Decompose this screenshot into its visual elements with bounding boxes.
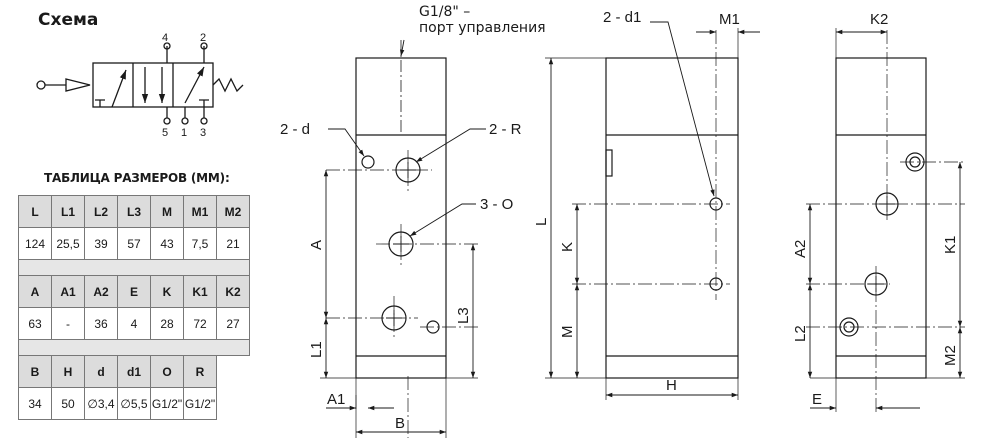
- port-4-circle: [163, 42, 171, 50]
- port-1-circle: [181, 117, 189, 125]
- dim-k2-label: K2: [870, 11, 888, 28]
- table-cell: 63: [18, 307, 52, 340]
- end-view: [806, 28, 965, 412]
- table-header-cell: L2: [84, 195, 118, 228]
- port-label: 2: [200, 32, 206, 44]
- exhaust-closed-icon: [199, 99, 209, 107]
- table-header-cell: d1: [117, 355, 151, 388]
- table-cell: 39: [84, 227, 118, 260]
- table-cell: 57: [117, 227, 151, 260]
- dim-l1-label: L1: [308, 341, 325, 358]
- table-header-cell: L3: [117, 195, 151, 228]
- dim-m1-label: M1: [719, 11, 740, 28]
- table-cell: -: [51, 307, 85, 340]
- dim-l3-label: L3: [455, 307, 472, 324]
- table-cell: ∅5,5: [117, 387, 151, 420]
- dim-b-label: B: [395, 415, 405, 432]
- dim-a1-label: A1: [327, 391, 345, 408]
- table-header-cell: R: [183, 355, 217, 388]
- mount-hole-d: [361, 155, 375, 169]
- port-label: 5: [162, 127, 168, 139]
- hole-d1-label: 2 - d1: [603, 9, 641, 26]
- end-body-outline: [835, 57, 927, 379]
- table-header-cell: A: [18, 275, 52, 308]
- control-port-label: G1/8" –: [419, 4, 470, 20]
- leader-r: [415, 128, 486, 163]
- port-label: 1: [181, 127, 187, 139]
- control-port-label: порт управления: [419, 20, 546, 36]
- exhaust-closed-icon: [95, 99, 105, 107]
- table-header-cell: O: [150, 355, 184, 388]
- port-label: 4: [162, 32, 168, 44]
- table-header-cell: A1: [51, 275, 85, 308]
- table-cell: G1/2": [183, 387, 217, 420]
- dim-a-label: A: [308, 240, 325, 250]
- table-header-row: L L1 L2 L3 M M1 M2: [18, 195, 250, 228]
- table-cell: ∅3,4: [84, 387, 118, 420]
- leader-control-port: [399, 39, 405, 57]
- table-header-cell: K1: [183, 275, 217, 308]
- table-cell: G1/2": [150, 387, 184, 420]
- pilot-port-circle: [36, 80, 46, 90]
- dim-k1-label: K1: [942, 236, 959, 254]
- flow-arrow: [184, 66, 205, 104]
- spring-icon: [212, 77, 244, 93]
- dimensions-table: L L1 L2 L3 M M1 M2 124 25,5 39 57 43 7,5…: [18, 195, 250, 420]
- table-cell: 27: [216, 307, 250, 340]
- table-header-cell: E: [117, 275, 151, 308]
- port-r-label: 2 - R: [489, 121, 522, 138]
- port-label: 3: [200, 127, 206, 139]
- table-title: ТАБЛИЦА РАЗМЕРОВ (ММ):: [44, 171, 230, 185]
- table-header-cell: K2: [216, 275, 250, 308]
- port-3-circle: [200, 117, 208, 125]
- front-body-outline: [355, 57, 447, 379]
- scheme-title: Схема: [38, 10, 99, 30]
- hole-d-label: 2 - d: [280, 121, 310, 138]
- dim-m-label: M: [559, 326, 576, 339]
- dim-l2-label: L2: [792, 325, 809, 342]
- table-cell: 36: [84, 307, 118, 340]
- dim-k-label: K: [559, 242, 576, 252]
- dim-a2-label: A2: [792, 240, 809, 258]
- table-row: 34 50 ∅3,4 ∅5,5 G1/2" G1/2": [18, 387, 250, 420]
- pneumatic-scheme: [36, 42, 244, 125]
- table-row: 124 25,5 39 57 43 7,5 21: [18, 227, 250, 260]
- leader-d: [328, 128, 365, 157]
- table-header-cell: A2: [84, 275, 118, 308]
- port-5-circle: [163, 117, 171, 125]
- table-header-cell: L: [18, 195, 52, 228]
- table-header-row: A A1 A2 E K K1 K2: [18, 275, 250, 308]
- dim-h-label: H: [666, 377, 677, 394]
- port-o-label: 3 - O: [480, 196, 513, 213]
- dim-l-label: L: [533, 218, 550, 226]
- side-body-outline: [605, 57, 739, 379]
- pilot-triangle-icon: [65, 78, 91, 92]
- dim-m2-label: M2: [942, 345, 959, 366]
- table-header-cell: L1: [51, 195, 85, 228]
- table-header-row: B H d d1 O R: [18, 355, 250, 388]
- flow-arrow: [111, 69, 127, 108]
- leader-d1: [650, 21, 715, 197]
- table-header-cell: M: [150, 195, 184, 228]
- table-header-cell: M2: [216, 195, 250, 228]
- front-view: [320, 39, 486, 438]
- table-cell: 7,5: [183, 227, 217, 260]
- side-view: [545, 21, 760, 400]
- port-2-circle: [200, 42, 208, 50]
- side-tab: [605, 149, 613, 177]
- leader-o: [409, 203, 476, 237]
- table-separator: [18, 339, 250, 356]
- dim-e-label: E: [812, 391, 822, 408]
